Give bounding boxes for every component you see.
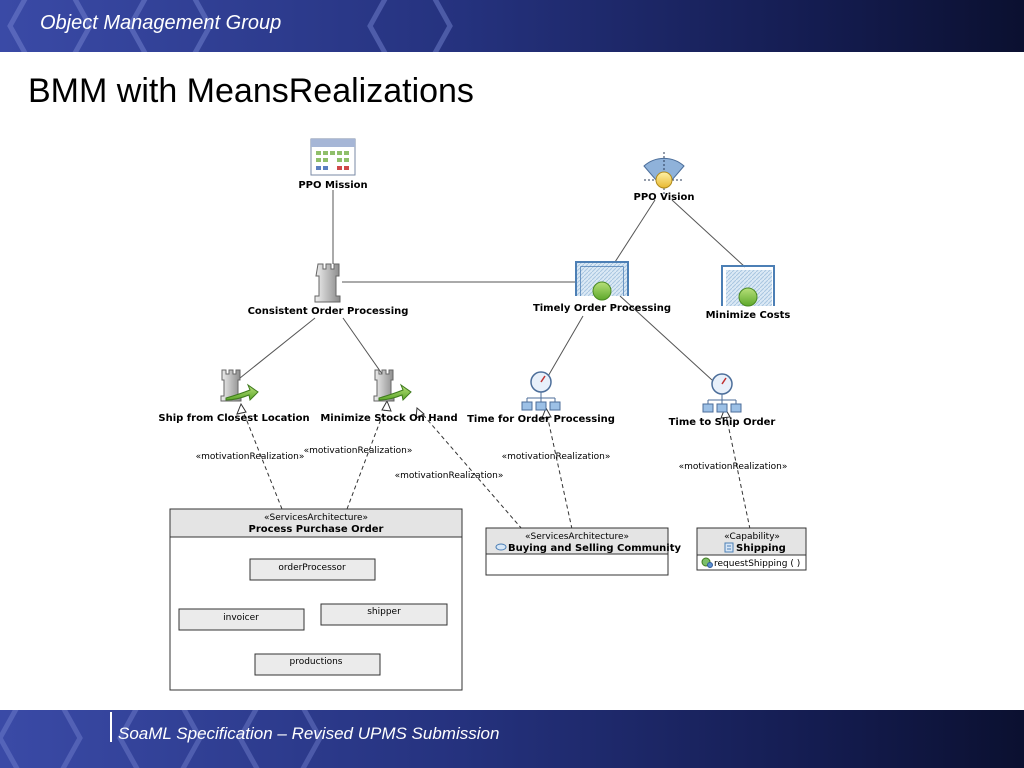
operation-icon — [701, 557, 713, 568]
shipping-operation: requestShipping ( ) — [714, 559, 800, 569]
shipping-capability-box: «Capability» Shipping requestShipping ( … — [696, 527, 807, 571]
header-bar: Object Management Group — [0, 0, 1024, 52]
timely-label: Timely Order Processing — [533, 303, 671, 314]
mission-icon — [310, 138, 356, 176]
part-shipper: shipper — [367, 607, 401, 617]
gauge-icon — [702, 373, 742, 413]
ship-closest-label: Ship from Closest Location — [158, 413, 309, 424]
realization-label: «motivationRealization» — [679, 462, 788, 472]
realization-label: «motivationRealization» — [502, 452, 611, 462]
mission-label: PPO Mission — [298, 180, 367, 191]
shipping-stereotype: «Capability» — [724, 532, 780, 542]
realization-label: «motivationRealization» — [304, 446, 413, 456]
organization-name: Object Management Group — [40, 12, 282, 34]
bsc-name: Buying and Selling Community — [508, 543, 681, 554]
time-order-label: Time for Order Processing — [467, 414, 615, 425]
buying-selling-community-box: «ServicesArchitecture» Buying and Sellin… — [485, 527, 681, 576]
tactic-icon — [220, 369, 259, 402]
goal-icon — [575, 261, 629, 301]
process-purchase-order-box: «ServicesArchitecture» Process Purchase … — [169, 508, 463, 691]
slide-title: BMM with MeansRealizations — [28, 72, 474, 110]
tactic-icon — [373, 369, 412, 402]
goal-icon — [721, 265, 775, 307]
vision-icon — [643, 152, 685, 196]
gauge-icon — [521, 371, 561, 411]
realization-lines — [240, 402, 751, 530]
realization-label: «motivationRealization» — [395, 471, 504, 481]
consistent-label: Consistent Order Processing — [248, 306, 409, 317]
realization-label: «motivationRealization» — [196, 452, 305, 462]
part-invoicer: invoicer — [223, 613, 259, 623]
footer-text: SoaML Specification – Revised UPMS Submi… — [118, 724, 500, 743]
services-architecture-icon — [495, 543, 507, 551]
footer-divider — [110, 712, 112, 742]
part-order-processor: orderProcessor — [278, 563, 346, 573]
min-stock-label: Minimize Stock On Hand — [320, 413, 457, 424]
shipping-name: Shipping — [736, 543, 786, 554]
minimize-costs-label: Minimize Costs — [706, 310, 791, 321]
hexagon-pattern — [0, 710, 323, 768]
ppo-stereotype: «ServicesArchitecture» — [264, 513, 368, 523]
vision-label: PPO Vision — [633, 192, 694, 203]
bmm-diagram: PPO Mission PPO Vision Consistent Order … — [158, 138, 807, 691]
time-ship-label: Time to Ship Order — [669, 417, 776, 428]
arrowheads — [236, 399, 731, 419]
footer-bar — [0, 710, 1024, 768]
ppo-name: Process Purchase Order — [249, 524, 384, 535]
hexagon-pattern — [7, 0, 453, 52]
part-productions: productions — [289, 657, 342, 667]
strategy-tower-icon — [314, 263, 341, 303]
capability-icon — [724, 542, 734, 553]
bsc-stereotype: «ServicesArchitecture» — [525, 532, 629, 542]
